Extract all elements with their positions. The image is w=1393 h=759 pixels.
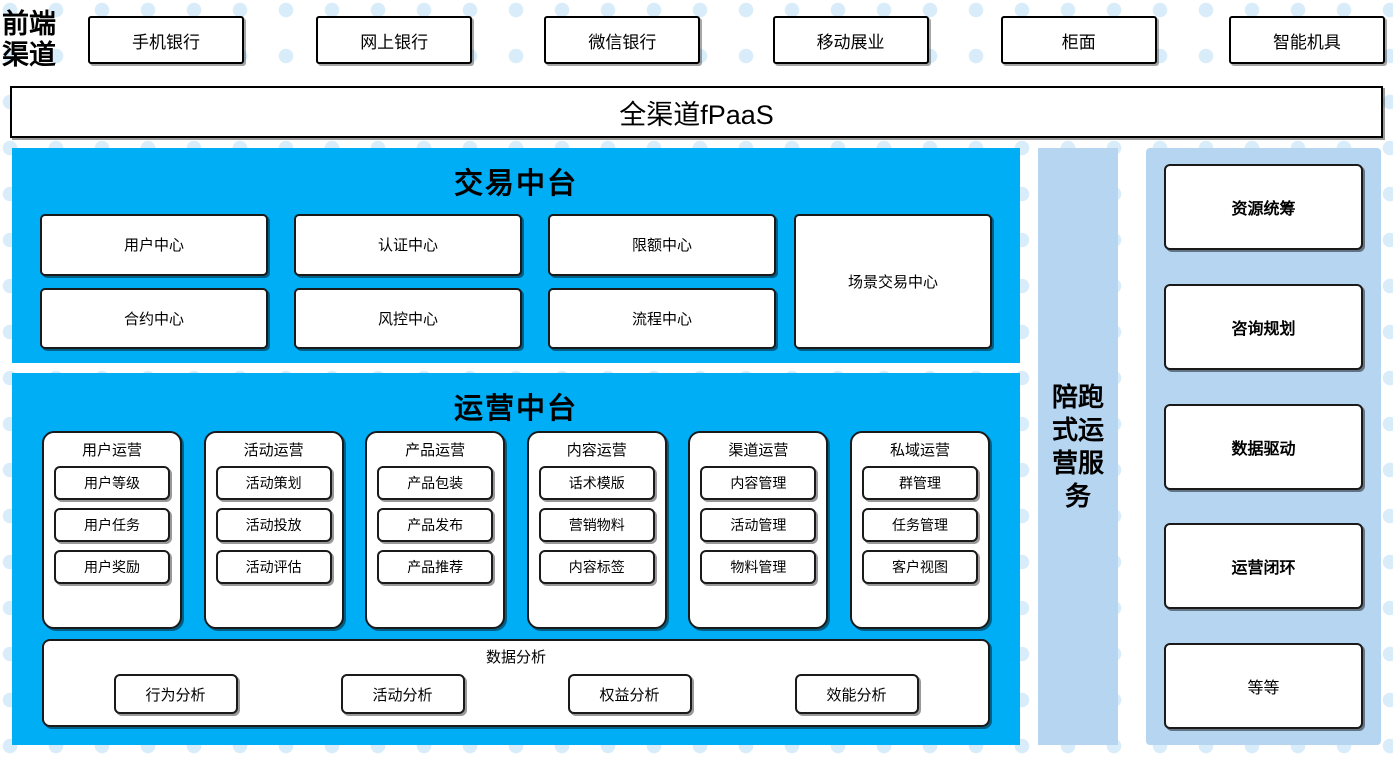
ops-platform-title: 运营中台 — [453, 393, 578, 425]
ops-item-product-recommend[interactable]: 产品推荐 — [377, 550, 494, 584]
service-band-label: 陪跑式运营服务 — [1051, 382, 1104, 511]
ops-column-user: 用户运营 用户等级 用户任务 用户奖励 — [42, 431, 182, 629]
ops-item-user-level[interactable]: 用户等级 — [54, 466, 170, 500]
channel-label-line-1: 前端 — [2, 9, 56, 39]
omni-channel-fpaas-banner[interactable]: 全渠道fPaaS — [10, 86, 1383, 138]
trade-cards-wrapper: 用户中心 认证中心 限额中心 合约中心 风控中心 流程中心 场景交易中心 — [40, 214, 992, 349]
ops-item-task-management[interactable]: 任务管理 — [861, 508, 978, 542]
ops-item-campaign-management[interactable]: 活动管理 — [700, 508, 817, 542]
trade-card-process-center[interactable]: 流程中心 — [548, 287, 776, 349]
ops-item-content-tag[interactable]: 内容标签 — [538, 550, 655, 584]
trade-card-auth-center[interactable]: 认证中心 — [294, 214, 522, 276]
pillar-data-driven[interactable]: 数据驱动 — [1164, 403, 1363, 490]
analysis-item-behavior[interactable]: 行为分析 — [113, 674, 238, 714]
ops-columns: 用户运营 用户等级 用户任务 用户奖励 活动运营 活动策划 活动投放 活动评估 … — [42, 431, 990, 629]
channel-item-smart-machine[interactable]: 智能机具 — [1228, 16, 1385, 64]
data-analysis-title: 数据分析 — [485, 649, 546, 666]
data-analysis-items: 行为分析 活动分析 权益分析 效能分析 — [44, 674, 988, 714]
channel-item-online-bank[interactable]: 网上银行 — [316, 16, 473, 64]
analysis-item-rights[interactable]: 权益分析 — [567, 674, 692, 714]
ops-middle-platform-panel: 运营中台 用户运营 用户等级 用户任务 用户奖励 活动运营 活动策划 活动投放 … — [12, 373, 1020, 745]
pillar-resource-coordination[interactable]: 资源统筹 — [1164, 164, 1363, 250]
trade-card-limit-center[interactable]: 限额中心 — [548, 214, 776, 276]
channel-label-line-2: 渠道 — [2, 40, 56, 70]
data-analysis-section: 数据分析 行为分析 活动分析 权益分析 效能分析 — [42, 639, 990, 727]
trade-card-risk-center[interactable]: 风控中心 — [294, 287, 522, 349]
front-end-channel-label: 前端 渠道 — [0, 9, 88, 71]
pillar-operation-closed-loop[interactable]: 运营闭环 — [1164, 523, 1363, 610]
channel-item-mobile-bank[interactable]: 手机银行 — [88, 16, 244, 64]
pillar-consulting-planning[interactable]: 咨询规划 — [1164, 283, 1363, 370]
platform-body: 交易中台 用户中心 认证中心 限额中心 合约中心 风控中心 流程中心 场景交易中… — [0, 148, 1393, 748]
accompanying-operation-service-band: 陪跑式运营服务 — [1038, 148, 1118, 745]
ops-column-title: 用户运营 — [81, 442, 142, 459]
ops-item-campaign-planning[interactable]: 活动策划 — [215, 466, 332, 500]
channel-item-counter[interactable]: 柜面 — [1000, 16, 1157, 64]
ops-column-product: 产品运营 产品包装 产品发布 产品推荐 — [365, 431, 506, 629]
ops-item-script-template[interactable]: 话术模版 — [538, 466, 655, 500]
channel-items: 手机银行 网上银行 微信银行 移动展业 柜面 智能机具 — [88, 16, 1393, 64]
ops-column-channel: 渠道运营 内容管理 活动管理 物料管理 — [688, 431, 829, 629]
ops-item-user-task[interactable]: 用户任务 — [54, 508, 170, 542]
pillar-etcetera[interactable]: 等等 — [1164, 643, 1363, 729]
channel-item-mobile-business[interactable]: 移动展业 — [772, 16, 929, 64]
ops-item-product-packaging[interactable]: 产品包装 — [377, 466, 494, 500]
analysis-item-campaign[interactable]: 活动分析 — [340, 674, 465, 714]
middle-platform-stack: 交易中台 用户中心 认证中心 限额中心 合约中心 风控中心 流程中心 场景交易中… — [12, 148, 1020, 745]
service-pillars-column: 资源统筹 咨询规划 数据驱动 运营闭环 等等 — [1146, 148, 1381, 745]
ops-item-user-reward[interactable]: 用户奖励 — [54, 550, 170, 584]
ops-item-group-management[interactable]: 群管理 — [861, 466, 978, 500]
ops-column-title: 活动运营 — [243, 442, 304, 459]
ops-item-marketing-material[interactable]: 营销物料 — [538, 508, 655, 542]
ops-item-customer-view[interactable]: 客户视图 — [861, 550, 978, 584]
ops-item-product-release[interactable]: 产品发布 — [377, 508, 494, 542]
trade-middle-platform-panel: 交易中台 用户中心 认证中心 限额中心 合约中心 风控中心 流程中心 场景交易中… — [12, 148, 1020, 363]
ops-column-title: 私域运营 — [889, 442, 950, 459]
trade-card-scenario-transaction-center[interactable]: 场景交易中心 — [794, 214, 992, 349]
ops-column-title: 渠道运营 — [728, 442, 789, 459]
ops-column-campaign: 活动运营 活动策划 活动投放 活动评估 — [203, 431, 344, 629]
ops-item-content-management[interactable]: 内容管理 — [700, 466, 817, 500]
trade-platform-title: 交易中台 — [453, 168, 578, 200]
front-end-channel-row: 前端 渠道 手机银行 网上银行 微信银行 移动展业 柜面 智能机具 — [0, 0, 1393, 80]
ops-column-content: 内容运营 话术模版 营销物料 内容标签 — [526, 431, 667, 629]
trade-cards-grid: 用户中心 认证中心 限额中心 合约中心 风控中心 流程中心 — [40, 214, 776, 349]
ops-column-private-domain: 私域运营 群管理 任务管理 客户视图 — [849, 431, 990, 629]
ops-column-title: 产品运营 — [405, 442, 466, 459]
ops-column-title: 内容运营 — [566, 442, 627, 459]
channel-item-wechat-bank[interactable]: 微信银行 — [544, 16, 701, 64]
analysis-item-efficiency[interactable]: 效能分析 — [794, 674, 919, 714]
ops-item-campaign-delivery[interactable]: 活动投放 — [215, 508, 332, 542]
ops-item-campaign-evaluation[interactable]: 活动评估 — [215, 550, 332, 584]
ops-item-material-management[interactable]: 物料管理 — [700, 550, 817, 584]
trade-card-contract-center[interactable]: 合约中心 — [40, 287, 268, 349]
trade-card-user-center[interactable]: 用户中心 — [40, 214, 268, 276]
